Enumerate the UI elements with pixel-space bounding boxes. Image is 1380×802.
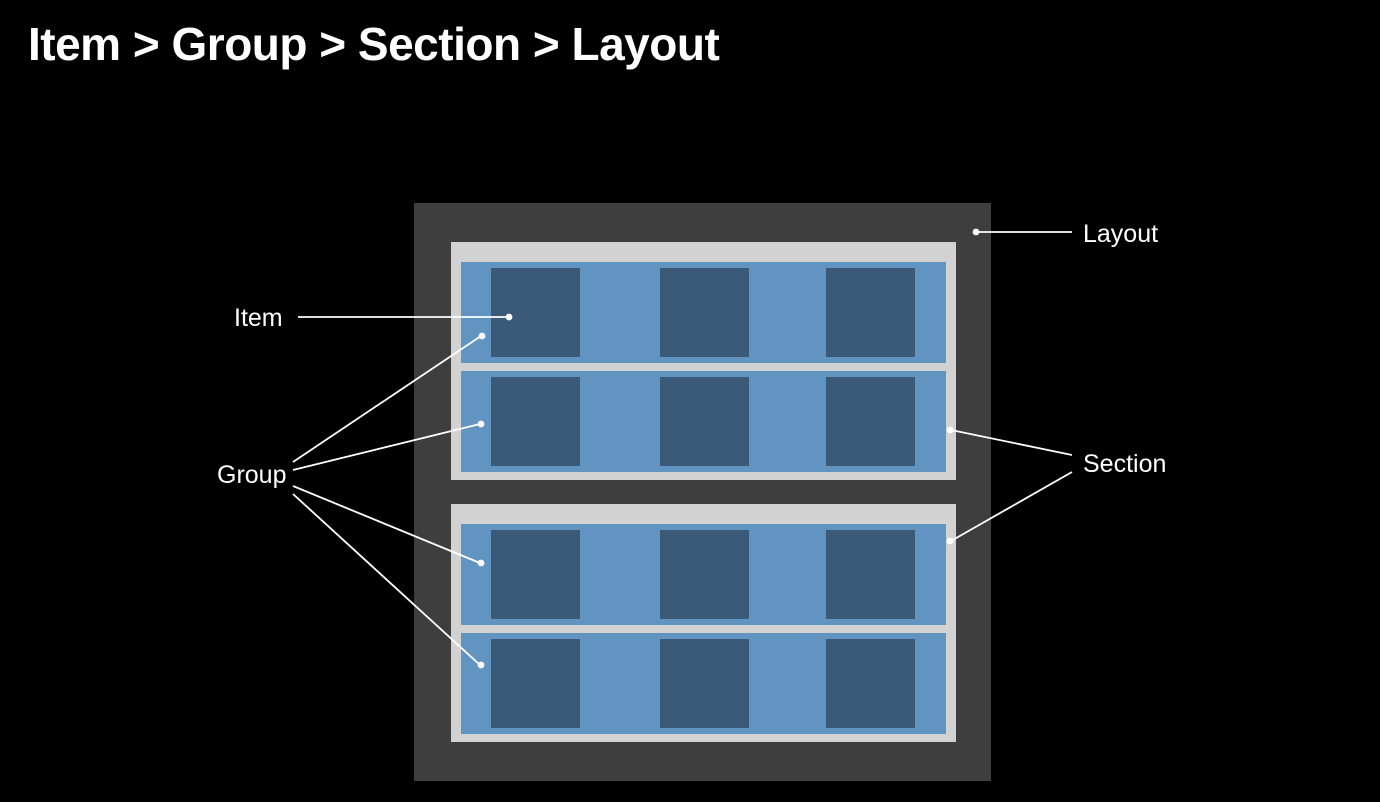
item-box — [826, 530, 915, 619]
group-row-4 — [461, 633, 946, 734]
item-box — [826, 377, 915, 466]
callout-label-section: Section — [1083, 450, 1167, 478]
group-row-2 — [461, 371, 946, 472]
section-box-1 — [451, 242, 956, 480]
item-box — [660, 639, 749, 728]
section-box-2 — [451, 504, 956, 742]
group-row-1 — [461, 262, 946, 363]
item-box — [491, 530, 580, 619]
callout-label-group: Group — [217, 461, 287, 489]
layout-container — [414, 203, 991, 781]
group-row-3 — [461, 524, 946, 625]
callout-label-layout: Layout — [1083, 220, 1159, 248]
page-title: Item > Group > Section > Layout — [28, 18, 720, 70]
item-box — [491, 639, 580, 728]
item-box — [660, 530, 749, 619]
item-box — [660, 268, 749, 357]
item-box — [660, 377, 749, 466]
item-box — [826, 639, 915, 728]
callout-label-item: Item — [234, 304, 283, 332]
item-box — [491, 268, 580, 357]
item-box — [491, 377, 580, 466]
item-box — [826, 268, 915, 357]
